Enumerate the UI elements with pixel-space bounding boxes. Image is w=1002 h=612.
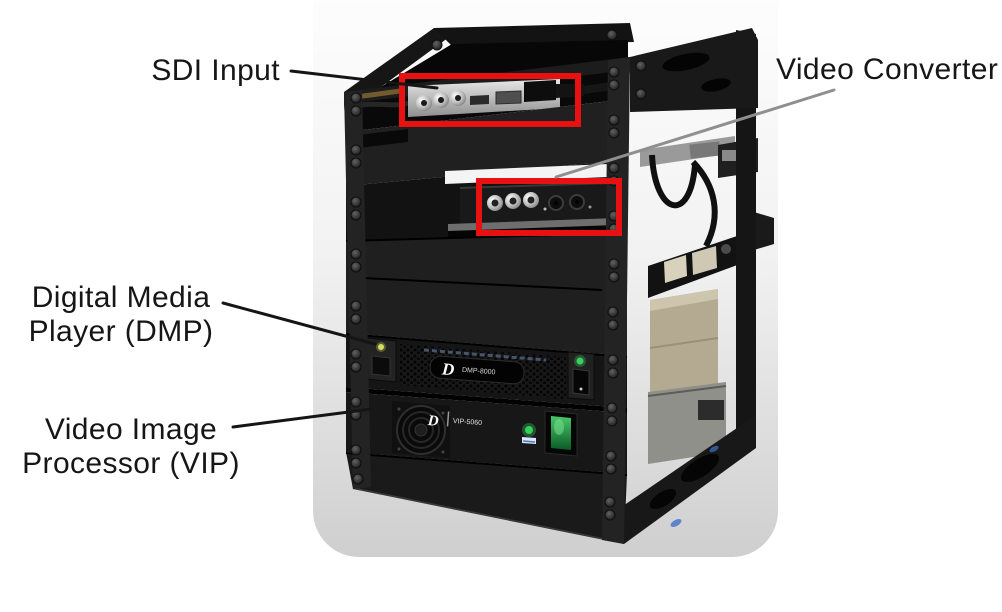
sdi-highlight-box (399, 73, 581, 127)
serial-port (495, 90, 522, 105)
vent-slot (350, 129, 408, 149)
dmp-logo-plate: D DMP-8000 (429, 355, 525, 385)
brand-logo: D (440, 359, 455, 379)
bnc-connector (505, 193, 521, 209)
dmp-model-text: DMP-8000 (462, 367, 496, 376)
rack-brand-text-blur (352, 88, 404, 100)
label-dmp-line1: Digital Media (31, 281, 211, 314)
rack-front-face: D DMP-8000 (344, 70, 630, 544)
bnc-connector (450, 90, 466, 106)
blank-panel (346, 99, 627, 186)
rack-side-frame (620, 28, 758, 544)
rack-side-interior (640, 136, 774, 464)
side-gray-box (647, 382, 727, 464)
converter-leader-line (554, 88, 836, 179)
bnc-connector (523, 192, 539, 208)
power-led-green (525, 426, 533, 434)
label-vip-line1: Video Image (44, 413, 218, 446)
dmp-leader-line (221, 301, 377, 346)
label-dmp-line2: Player (DMP) (28, 315, 214, 348)
dmp-unit: D DMP-8000 (345, 333, 628, 408)
top-gusset (630, 28, 758, 112)
beam-label (692, 246, 717, 275)
bnc-connector (433, 92, 449, 108)
vip-leader-line (231, 407, 374, 429)
vip-model-text: VIP-5060 (453, 418, 483, 427)
vip-unit: D VIP-5060 (346, 392, 627, 474)
audio-jack (569, 194, 585, 210)
cable-connector (524, 80, 556, 102)
shelf-lip (448, 218, 616, 232)
label-vip-line2: Processor (VIP) (22, 447, 240, 480)
sdi-input-device (350, 79, 613, 117)
rocker-switch (572, 368, 590, 396)
label-sdi-input: SDI Input (151, 54, 280, 87)
beam-label (664, 255, 687, 283)
bnc-connector (487, 195, 503, 211)
back-rail (736, 30, 756, 456)
audio-jack (548, 195, 564, 211)
rear-rail-bracket (754, 212, 774, 250)
bottom-panel (346, 452, 627, 544)
label-dmp: Digital Media Player (DMP) (18, 281, 224, 349)
hdmi-port (470, 95, 489, 105)
status-led-yellow (378, 344, 384, 350)
fan-grille (396, 405, 446, 455)
blank-panel (346, 232, 627, 356)
vip-logo: D VIP-5060 (426, 411, 483, 430)
converter-highlight-box (476, 178, 622, 236)
leader-lines (221, 69, 836, 429)
power-switch (544, 410, 578, 457)
brand-logo: D (426, 413, 439, 430)
label-vip: Video Image Processor (VIP) (22, 413, 240, 481)
label-video-converter: Video Converter (776, 53, 999, 86)
bnc-connector (416, 95, 432, 111)
side-tan-box (649, 289, 719, 396)
rack-screws (350, 29, 647, 521)
sdi-leader-line (289, 69, 439, 90)
power-led-green (576, 357, 584, 365)
